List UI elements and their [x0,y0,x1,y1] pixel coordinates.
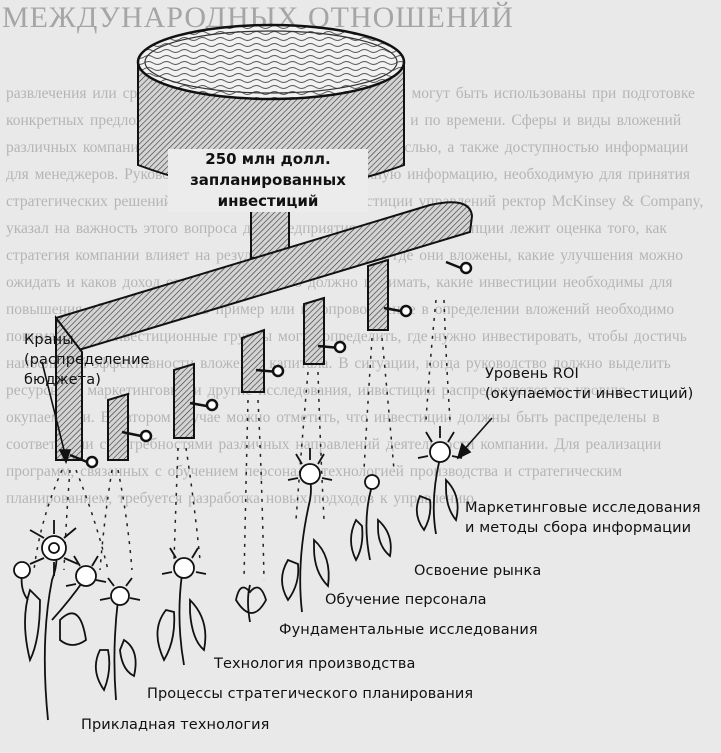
flowers [13,426,463,721]
taps-label: Краны (распределение бюджета) [24,332,150,388]
main-pipe [54,201,474,461]
category-label-market-development: Освоение рынка [414,563,542,579]
water-streams [33,299,451,581]
category-label-applied-technology: Прикладная технология [81,717,270,733]
category-label-strategic-planning: Процессы стратегического планирования [147,686,474,702]
category-label-staff-training: Обучение персонала [325,592,487,608]
tank-label: 250 млн долл. запланированных инвестиций [168,149,368,212]
category-label-marketing-research: Маркетинговые исследования и методы сбор… [465,500,701,536]
category-label-fundamental-research: Фундаментальные исследования [279,622,538,638]
pointer-lines [41,361,493,465]
tap-valves [69,260,473,469]
category-label-production-technology: Технология производства [214,656,416,672]
roi-label: Уровень ROI (окупаемости инвестиций) [485,366,694,402]
branch-pipes [107,258,389,461]
